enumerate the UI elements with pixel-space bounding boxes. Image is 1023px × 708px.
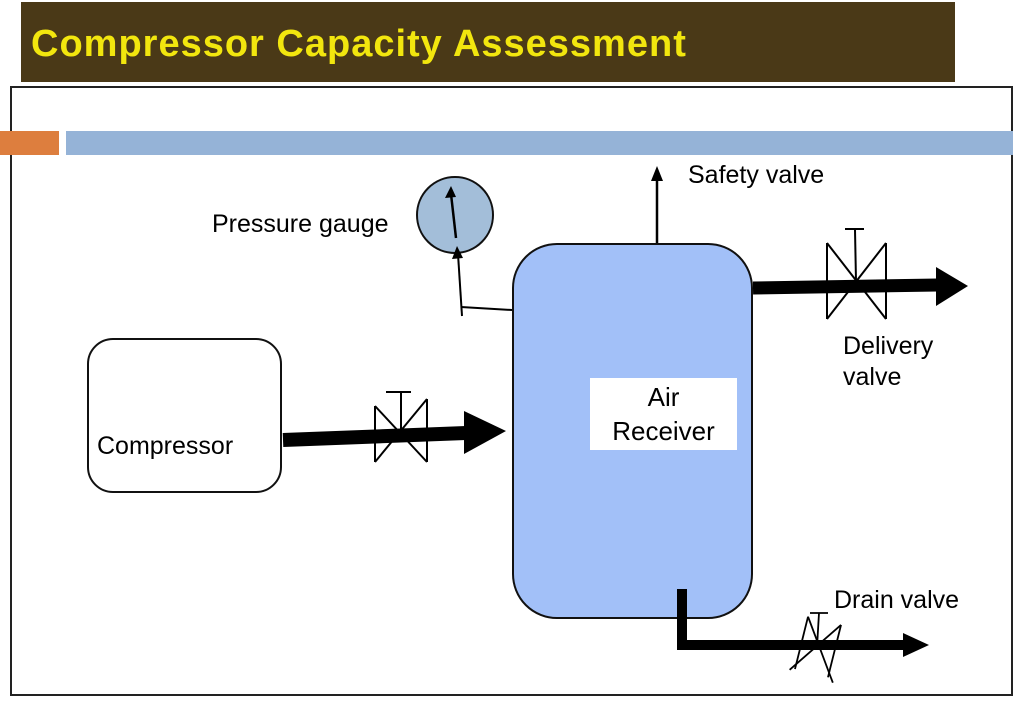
compressor-node: Compressor: [87, 338, 282, 493]
divider-band: [66, 131, 1013, 155]
delivery-valve-label: Delivery valve: [843, 332, 934, 391]
accent-block: [0, 131, 59, 155]
compressor-label: Compressor: [97, 432, 234, 460]
drain-valve-label: Drain valve: [834, 586, 960, 614]
title-bar: Compressor Capacity Assessment: [21, 2, 955, 82]
pressure-gauge-label: Pressure gauge: [212, 210, 389, 238]
slide-title: Compressor Capacity Assessment: [31, 23, 687, 65]
air-receiver-label: Air Receiver: [590, 378, 737, 450]
air-receiver-node: Air Receiver: [512, 243, 753, 619]
safety-valve-label: Safety valve: [688, 161, 825, 189]
